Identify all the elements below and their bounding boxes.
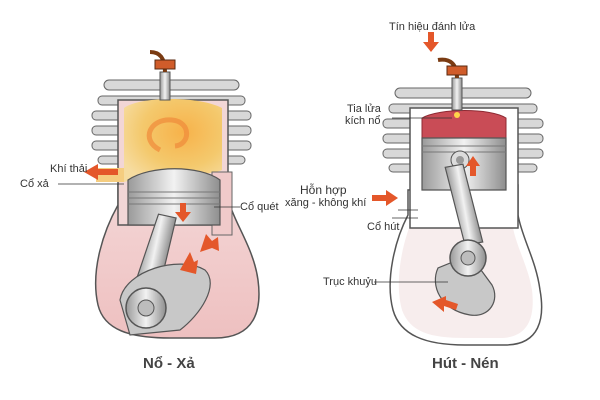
crankshaft-label: Trục khuỷu [323, 276, 378, 288]
left-piston-down-arrow [175, 203, 191, 222]
left-piston [127, 168, 221, 226]
right-crank-rotation-arrow [432, 296, 458, 312]
left-exhaust-arrow [84, 164, 118, 180]
left-combustion-gas [124, 99, 222, 182]
right-piston [421, 137, 507, 191]
right-connecting-rod [444, 163, 484, 246]
right-ignition-arrow [423, 32, 439, 52]
left-engine [58, 50, 260, 339]
spark-icon [454, 112, 460, 118]
left-transfer-arrow-1 [200, 234, 219, 252]
left-transfer-arrow-2 [180, 252, 198, 274]
spark-label-line1: Tia lửa [347, 103, 381, 115]
exhaust-port-label: Cổ xả [20, 178, 49, 190]
ignition-signal-label: Tín hiệu đánh lửa [389, 21, 476, 33]
mixture-label-line2: xăng - không khí [285, 197, 367, 209]
left-engine-caption: Nổ - Xả [143, 355, 195, 372]
mixture-label-line1: Hỗn hợp [300, 183, 347, 197]
left-spark-plug [149, 50, 176, 101]
intake-port-label: Cổ hút [367, 221, 400, 233]
right-engine-caption: Hút - Nén [432, 355, 499, 372]
left-flame-swirl [146, 117, 190, 153]
exhaust-gas-label: Khí thải [50, 163, 88, 175]
right-engine [372, 32, 544, 346]
spark-label-line2: kích nổ [345, 115, 381, 127]
right-spark-plug [437, 57, 468, 111]
right-intake-arrow [372, 190, 398, 206]
transfer-port-label: Cổ quét [240, 201, 279, 213]
right-piston-up-arrow [466, 156, 480, 176]
right-compressed-mixture [421, 110, 507, 139]
